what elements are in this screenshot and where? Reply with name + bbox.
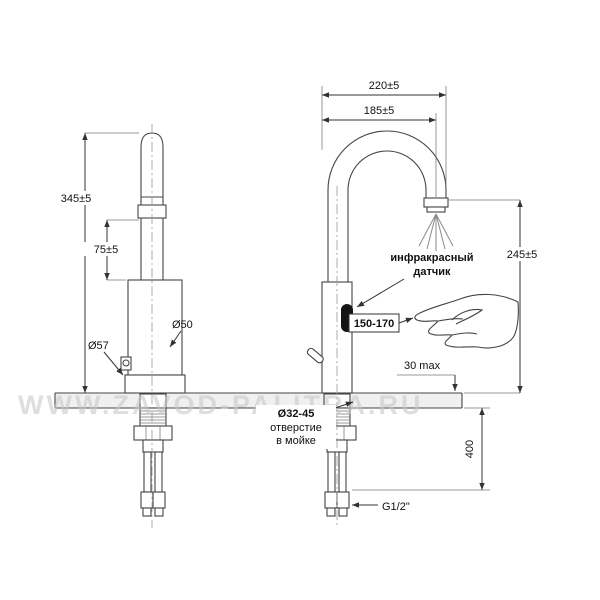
dim-upper-section: 75±5 [94,244,118,256]
dimension-labels: 220±5 185±5 345±5 75±5 Ø50 Ø57 245±5 150… [61,80,538,513]
left-faucet-side-view [120,132,186,517]
hand-illustration [414,293,519,349]
dim-under-counter: 400 [464,440,476,458]
hole-label-line3: в мойке [276,435,316,447]
label-backgrounds [54,191,546,449]
right-faucet-front-view [306,130,519,517]
centerlines [151,124,338,528]
left-supply-hose [154,451,163,493]
left-supply-hose [143,451,152,493]
right-supply-hose [338,451,347,493]
dim-deck-thickness: 30 max [404,360,441,372]
gooseneck-spout [327,130,447,283]
dim-spout-height: 245±5 [507,249,538,261]
hole-label-line1: Ø32-45 [278,408,315,420]
dim-spout-reach: 185±5 [364,105,395,117]
hole-label-line2: отверстие [270,422,322,434]
water-spray [418,213,454,251]
dim-overall-height: 345±5 [61,193,92,205]
side-lever [306,347,324,364]
watermark-text: WWW.ZAVOD-PALITRA.RU [18,390,423,420]
left-body [127,279,183,376]
dim-body-diameter: Ø50 [172,319,193,331]
right-supply-hose [327,451,336,493]
sensor-range-box [348,313,400,333]
dim-base-diameter: Ø57 [88,340,109,352]
dim-sensor-range: 150-170 [354,318,394,330]
sensor-label-line2: датчик [413,266,451,278]
left-base [124,374,186,394]
aerator [423,197,449,208]
sensor-label-line1: инфракрасный [390,252,473,264]
dim-thread: G1/2" [382,501,410,513]
left-mounting-nut [133,425,173,441]
dim-overall-width: 220±5 [369,80,400,92]
